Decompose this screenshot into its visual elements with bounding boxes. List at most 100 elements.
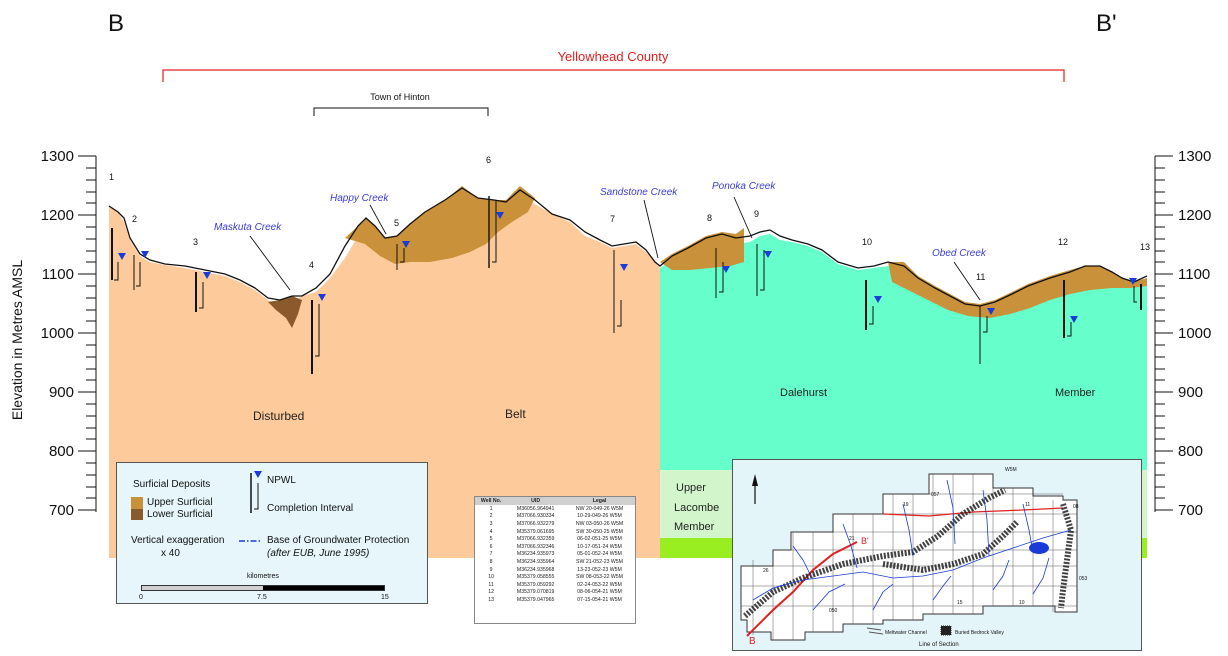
legend-surficial-title: Surficial Deposits (133, 479, 211, 490)
well-number: 2 (132, 214, 137, 224)
dalehurst-member-unit (660, 234, 1147, 470)
town-label: Town of Hinton (370, 92, 430, 102)
axis-title: Elevation in Metres AMSL (9, 260, 25, 421)
base-groundwater-symbol (239, 540, 261, 542)
well-table-cell: M36234.935973 (516, 551, 555, 558)
well-table-cell: NW 03-050-26 W5M (575, 520, 624, 527)
left-tick-label: 1200 (41, 207, 74, 224)
well-table-cell: M35379.070819 (516, 589, 555, 596)
scale-tick-label: 15 (381, 594, 389, 601)
right-tick-label: 1000 (1178, 325, 1211, 342)
unit-label-upper-lacombe: Lacombe (674, 502, 719, 514)
col-header: Legal (564, 497, 635, 505)
twp-label: 21 (849, 536, 855, 542)
section-label-left: B (108, 10, 125, 37)
meltwater-channel-icon (866, 627, 884, 635)
unit-label-belt: Belt (505, 407, 526, 421)
legend-box: Surficial Deposits Upper Surficial Lower… (116, 462, 428, 604)
well-table-cell: 6 (489, 543, 493, 550)
twp-label: 26 (763, 568, 769, 574)
upper-surficial-swatch (131, 497, 143, 509)
left-tick-label: 1100 (42, 266, 74, 283)
right-elevation-axis (1154, 155, 1173, 512)
bedrock-valley-icon (940, 625, 952, 636)
well-number: 3 (193, 237, 198, 247)
scale-tick-label: 7.5 (257, 594, 267, 601)
well-table-cell: M35379.061695 (516, 528, 555, 535)
twp-label: 057 (931, 492, 940, 498)
legend-vexag-value: x 40 (161, 548, 180, 559)
well-table-row: 9 M36234.935968 13-23-052-23 W5M (475, 566, 635, 574)
buried-bedrock-valley (743, 487, 1075, 619)
map-legend-meltwater: Meltwater Channel (885, 630, 927, 636)
scale-tick-label: 0 (139, 594, 143, 601)
well-table-cell: 9 (489, 566, 493, 573)
well-table-cell: 13-23-052-23 W5M (577, 566, 622, 573)
map-section-start: B (749, 636, 756, 647)
meridian-label: W5M (1005, 467, 1017, 473)
well-table-cell: 02-24-053-22 W5M (577, 581, 622, 588)
well-table-cell: M37066.932346 (516, 543, 555, 550)
well-number: 6 (486, 155, 491, 165)
well-table-cell: 10 (488, 574, 494, 581)
map-legend-bedrock: Buried Bedrock Valley (955, 630, 1004, 636)
well-number: 11 (976, 272, 985, 282)
well-table-cell: 1 (489, 505, 493, 512)
upper-surficial-deposit (660, 228, 744, 270)
well-table-cell: M37066.930334 (516, 513, 555, 520)
well-number: 10 (862, 237, 872, 247)
well-number: 4 (309, 260, 314, 270)
creek-label: Maskuta Creek (214, 222, 282, 233)
wells (111, 196, 1142, 374)
section-label-right: B' (1096, 10, 1117, 37)
creek-label: Happy Creek (330, 193, 389, 204)
well-table-cell: SW 21-052-23 W5M (576, 558, 624, 565)
well-table-cell: 05-01-052-24 W5M (577, 551, 622, 558)
creek-label: Ponoka Creek (712, 181, 776, 192)
well-table-cell: M37066.932359 (516, 536, 555, 543)
left-tick-label: 800 (49, 443, 74, 460)
unit-label-disturbed: Disturbed (253, 409, 304, 423)
left-elevation-axis (78, 155, 97, 512)
location-map: W5M 050 26 21 19 057 11 08 053 15 10 B B… (732, 459, 1142, 651)
well-table-cell: M36056.964941 (516, 505, 555, 512)
right-tick-label: 1100 (1178, 266, 1210, 283)
twp-label: 08 (1073, 504, 1079, 510)
legend-vexag: Vertical exaggeration (131, 535, 225, 546)
map-section-end: B' (861, 536, 869, 546)
section-line (882, 507, 1064, 517)
legend-base-source: (after EUB, June 1995) (267, 548, 370, 559)
township-grid (741, 474, 1077, 640)
well-table-cell: 4 (489, 528, 493, 535)
county-label: Yellowhead County (558, 49, 669, 64)
right-tick-label: 900 (1178, 384, 1203, 401)
upper-surficial-deposit (345, 186, 535, 264)
left-tick-label: 700 (49, 502, 74, 519)
legend-npwl: NPWL (267, 475, 296, 486)
well-number: 13 (1140, 242, 1150, 252)
well-table-cell: M35379.058555 (516, 574, 555, 581)
town-bracket (313, 107, 489, 116)
npwl-symbol (250, 471, 262, 513)
well-table-cell: NW 20-049-26 W5M (575, 505, 624, 512)
well-table-row: 1 M36056.964941 NW 20-049-26 W5M (475, 505, 635, 513)
creek-label: Sandstone Creek (600, 187, 678, 198)
left-tick-label: 1300 (41, 148, 74, 165)
twp-label: 19 (903, 502, 909, 508)
twp-label: 15 (957, 600, 963, 606)
lower-surficial-swatch (131, 509, 143, 520)
well-table-cell: 10-17-051-24 W5M (577, 543, 622, 550)
col-header: UID (507, 497, 565, 505)
twp-label: 053 (1079, 576, 1088, 582)
well-table-cell: M36234.935968 (516, 566, 555, 573)
right-tick-label: 800 (1178, 443, 1203, 460)
well-number: 7 (610, 214, 615, 224)
right-tick-label: 700 (1178, 502, 1203, 519)
left-tick-label: 900 (49, 384, 74, 401)
well-table-cell: 7 (489, 551, 493, 558)
